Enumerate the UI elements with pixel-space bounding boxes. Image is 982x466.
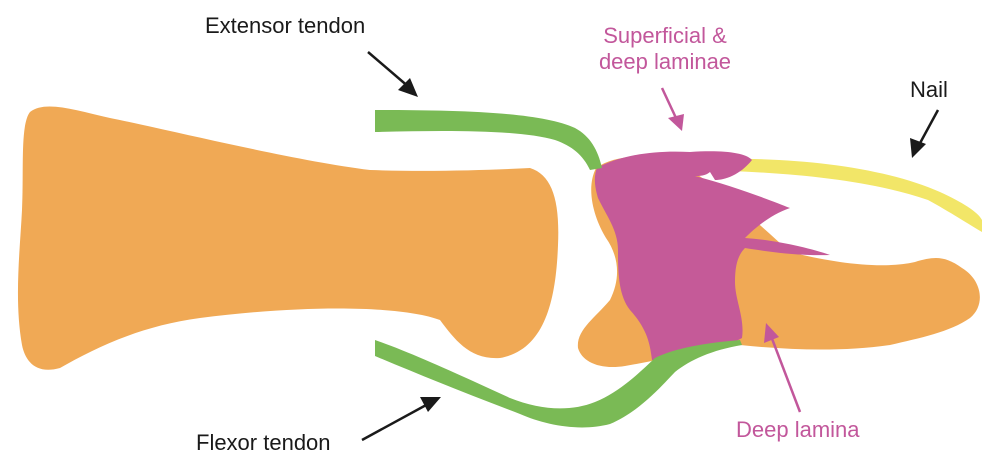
nail-label: Nail bbox=[910, 77, 948, 103]
extensor-tendon-label: Extensor tendon bbox=[205, 13, 365, 39]
laminae-arrow bbox=[662, 88, 684, 131]
laminae-label: Superficial & deep laminae bbox=[580, 23, 750, 75]
flexor-tendon-label: Flexor tendon bbox=[196, 430, 331, 456]
flexor-arrow bbox=[362, 397, 441, 440]
proximal-bone bbox=[18, 106, 558, 369]
extensor-arrow bbox=[368, 52, 418, 97]
nail-arrow bbox=[910, 110, 938, 158]
deep-lamina-label: Deep lamina bbox=[736, 417, 860, 443]
extensor-tendon bbox=[375, 110, 602, 170]
flexor-tendon bbox=[375, 340, 742, 427]
